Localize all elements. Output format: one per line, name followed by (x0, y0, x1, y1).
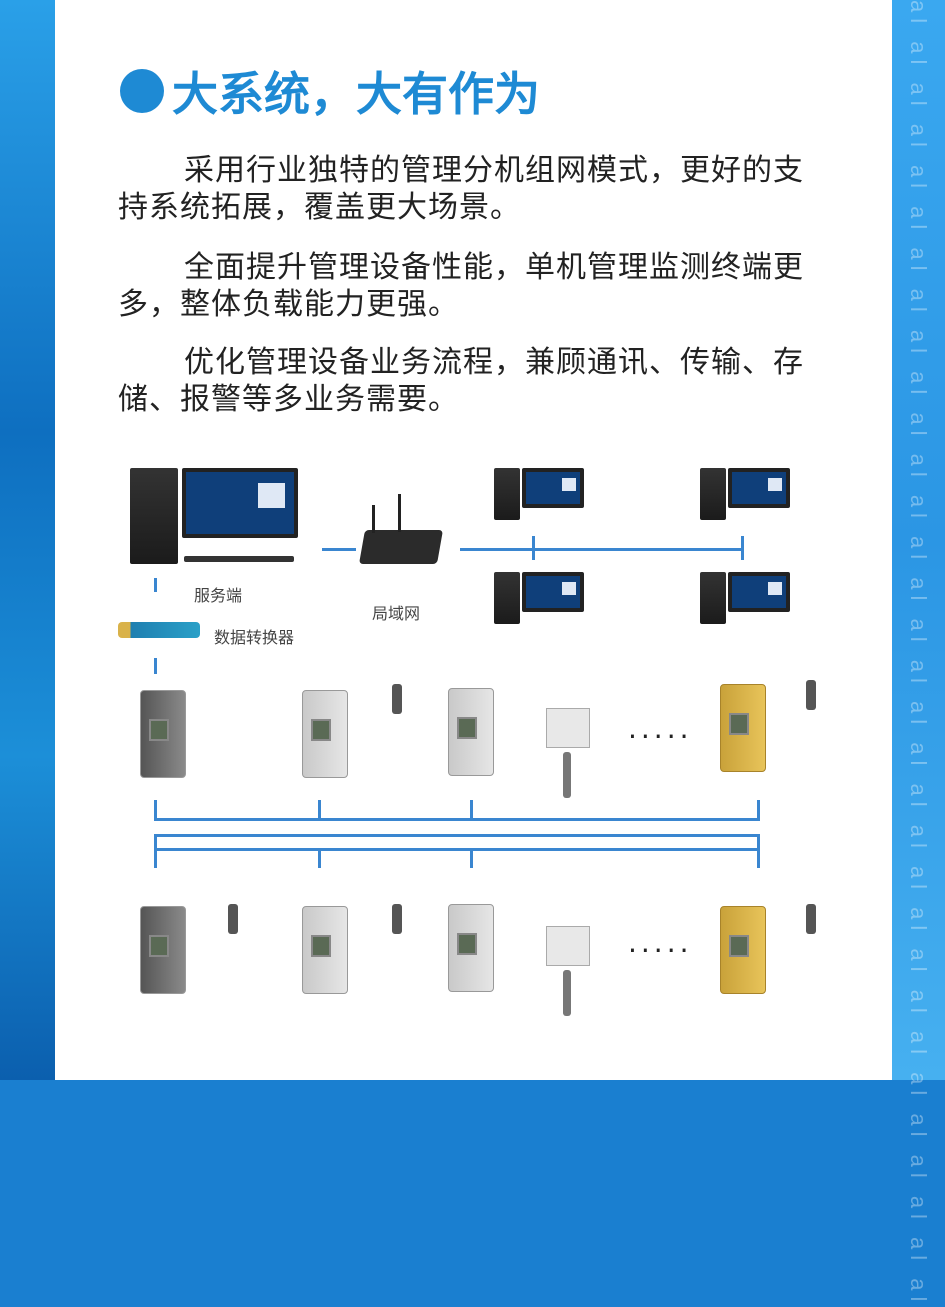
connector-line (154, 658, 157, 674)
probe-icon (806, 904, 816, 934)
bus-line (154, 818, 760, 821)
client-pc-icon (700, 572, 726, 624)
bus-line (154, 834, 760, 837)
transmitter-box-icon (546, 708, 590, 748)
server-monitor-icon (182, 468, 298, 538)
logger-icon (720, 684, 766, 772)
converter-label: 数据转换器 (214, 628, 295, 647)
ellipsis: ····· (628, 720, 693, 753)
lan-bus-line (460, 548, 744, 551)
connector-line (470, 800, 473, 820)
paragraph-3: 优化管理设备业务流程，兼顾通讯、传输、存储、报警等多业务需要。 (118, 345, 804, 417)
connector-line (154, 578, 157, 592)
paragraph-1: 采用行业独特的管理分机组网模式，更好的支持系统拓展，覆盖更大场景。 (118, 153, 804, 225)
probe-icon (392, 684, 402, 714)
client-monitor-icon (728, 468, 790, 508)
client-pc-icon (700, 468, 726, 520)
probe-icon (392, 904, 402, 934)
connector-line (532, 536, 535, 560)
section-heading: 大系统，大有作为 (120, 58, 540, 124)
client-pc-icon (494, 468, 520, 520)
logger-icon (448, 688, 494, 776)
connector-line (470, 848, 473, 868)
logger-icon (448, 904, 494, 992)
logger-icon (140, 906, 186, 994)
logger-icon (720, 906, 766, 994)
watermark: al al al al al al al al al al al al al a… (906, 0, 931, 1307)
gateway-logger-icon (140, 690, 186, 778)
client-monitor-icon (728, 572, 790, 612)
connector-line (154, 800, 157, 820)
client-monitor-icon (522, 468, 584, 508)
antenna (398, 494, 401, 532)
content-panel (55, 0, 892, 1080)
data-converter-icon (118, 622, 200, 638)
antenna (372, 505, 375, 533)
probe-icon (563, 752, 571, 798)
connector-line (318, 848, 321, 868)
client-monitor-icon (522, 572, 584, 612)
bullet-dot-icon (120, 69, 164, 113)
probe-icon (806, 680, 816, 710)
server-label: 服务端 (194, 586, 243, 605)
router-icon (359, 530, 443, 564)
connector-line (322, 548, 356, 551)
probe-icon (228, 904, 238, 934)
logger-icon (302, 906, 348, 994)
transmitter-box-icon (546, 926, 590, 966)
keyboard-icon (184, 556, 294, 562)
right-background-strip (892, 0, 945, 1080)
connector-line (757, 834, 760, 868)
connector-line (154, 834, 157, 868)
heading-text: 大系统，大有作为 (172, 67, 540, 121)
bus-line (154, 848, 760, 851)
ellipsis: ····· (628, 934, 693, 967)
connector-line (318, 800, 321, 820)
client-pc-icon (494, 572, 520, 624)
probe-icon (563, 970, 571, 1016)
connector-line (741, 536, 744, 560)
lan-label: 局域网 (372, 604, 421, 623)
server-tower-icon (130, 468, 178, 564)
logger-icon (302, 690, 348, 778)
left-background-strip (0, 0, 55, 1080)
paragraph-2: 全面提升管理设备性能，单机管理监测终端更多，整体负载能力更强。 (118, 250, 804, 322)
connector-line (757, 800, 760, 820)
